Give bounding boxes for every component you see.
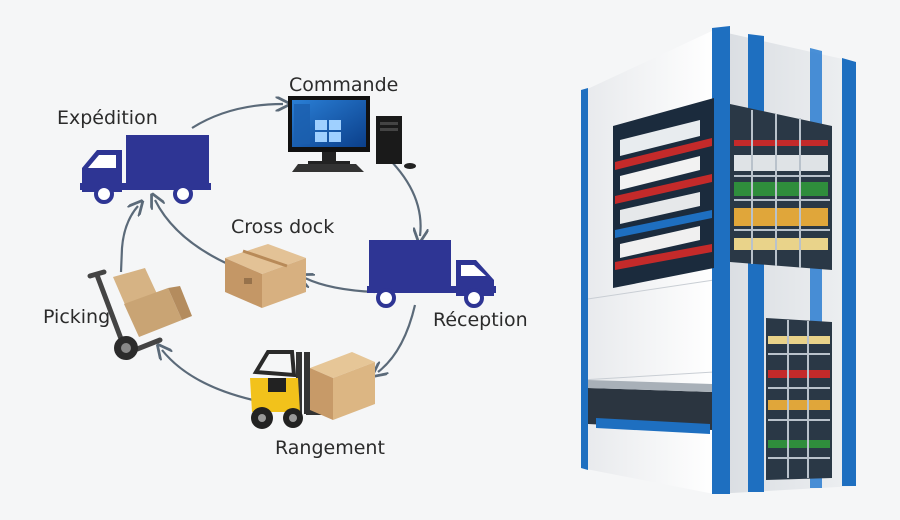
- arrow-reception-to-cross-dock: [305, 278, 376, 294]
- arrow-reception-to-rangement: [378, 304, 417, 372]
- label-cross-dock: Cross dock: [231, 216, 334, 238]
- front-storage-trays: [615, 120, 712, 270]
- cycle-labels: Commande Expédition Cross dock Réception…: [43, 74, 528, 459]
- label-reception: Réception: [433, 309, 528, 331]
- label-picking: Picking: [43, 306, 110, 328]
- side-storage-trays: [734, 110, 830, 268]
- vertical-lift-storage-machine: [580, 26, 856, 494]
- hand-truck-icon: [87, 268, 192, 360]
- label-expedition: Expédition: [57, 107, 158, 129]
- reception-truck-icon: [367, 240, 496, 308]
- arrow-picking-to-expedition: [119, 206, 138, 273]
- arrow-cross-dock-to-expedition: [155, 200, 231, 267]
- label-rangement: Rangement: [275, 437, 385, 459]
- arrow-expedition-to-commande: [191, 104, 283, 129]
- label-commande: Commande: [289, 74, 398, 96]
- arrow-commande-to-reception: [387, 157, 421, 236]
- cross-dock-box-icon: [225, 244, 306, 308]
- desktop-computer-icon: [288, 96, 416, 172]
- delivery-tray: [596, 418, 710, 434]
- cycle-arrows: [119, 104, 421, 402]
- forklift-icon: [250, 350, 375, 429]
- expedition-truck-icon: [80, 135, 211, 204]
- arrow-rangement-to-picking: [162, 350, 254, 402]
- lower-storage-window: [766, 318, 832, 480]
- lower-storage-trays: [768, 320, 830, 478]
